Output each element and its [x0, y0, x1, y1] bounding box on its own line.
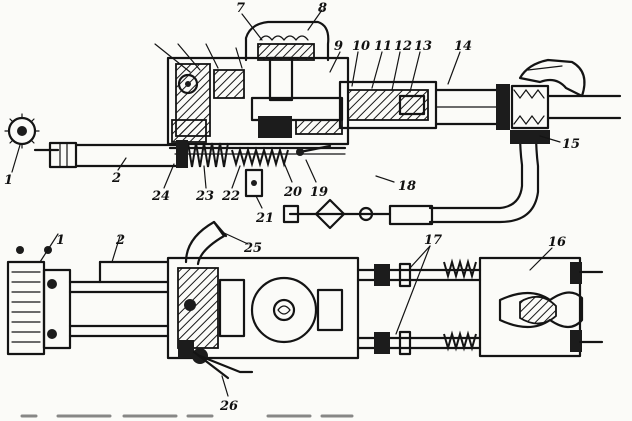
callout-22: 22 — [221, 189, 240, 204]
callout-1-plan: 1 — [56, 233, 65, 248]
callout-18: 18 — [398, 179, 416, 194]
bracket-21 — [244, 144, 332, 198]
callout-9: 9 — [334, 39, 343, 54]
top-cap — [244, 20, 330, 102]
jaw — [518, 58, 586, 98]
air-hose — [282, 130, 550, 230]
jaw-assembly — [478, 256, 604, 358]
feed-tube — [48, 141, 178, 169]
plan-view — [6, 220, 604, 380]
callout-24: 24 — [151, 189, 170, 204]
callout-1-top: 1 — [4, 173, 13, 188]
callout-7: 7 — [236, 1, 245, 16]
callout-20: 20 — [283, 185, 302, 200]
main-body-plan — [166, 256, 360, 360]
callout-12: 12 — [394, 39, 412, 54]
callout-11: 11 — [374, 39, 392, 54]
callout-13: 13 — [414, 39, 432, 54]
clamp-block — [6, 246, 72, 356]
main-housing — [166, 56, 350, 168]
cutter-wheel — [4, 113, 60, 152]
lever-26 — [192, 348, 254, 380]
callouts: 1 2 7 8 9 10 11 12 13 14 15 18 19 20 21 … — [4, 1, 580, 414]
guide-rails — [68, 260, 170, 338]
spring-upper — [443, 258, 477, 280]
callout-8: 8 — [318, 1, 327, 16]
callout-26: 26 — [219, 399, 238, 414]
callout-25: 25 — [243, 241, 262, 256]
section-view — [4, 20, 622, 230]
callout-19: 19 — [310, 185, 328, 200]
callout-21: 21 — [255, 211, 274, 226]
leader-lines — [11, 9, 561, 397]
barrel — [338, 80, 622, 130]
spring-lower — [443, 330, 477, 352]
callout-23: 23 — [195, 189, 214, 204]
callout-14: 14 — [454, 39, 472, 54]
spring-22 — [231, 146, 289, 168]
callout-15: 15 — [562, 137, 580, 152]
callout-2-top: 2 — [111, 171, 121, 186]
callout-16: 16 — [548, 235, 566, 250]
callout-2-plan: 2 — [115, 233, 125, 248]
callout-10: 10 — [352, 39, 370, 54]
callout-17: 17 — [424, 233, 442, 248]
